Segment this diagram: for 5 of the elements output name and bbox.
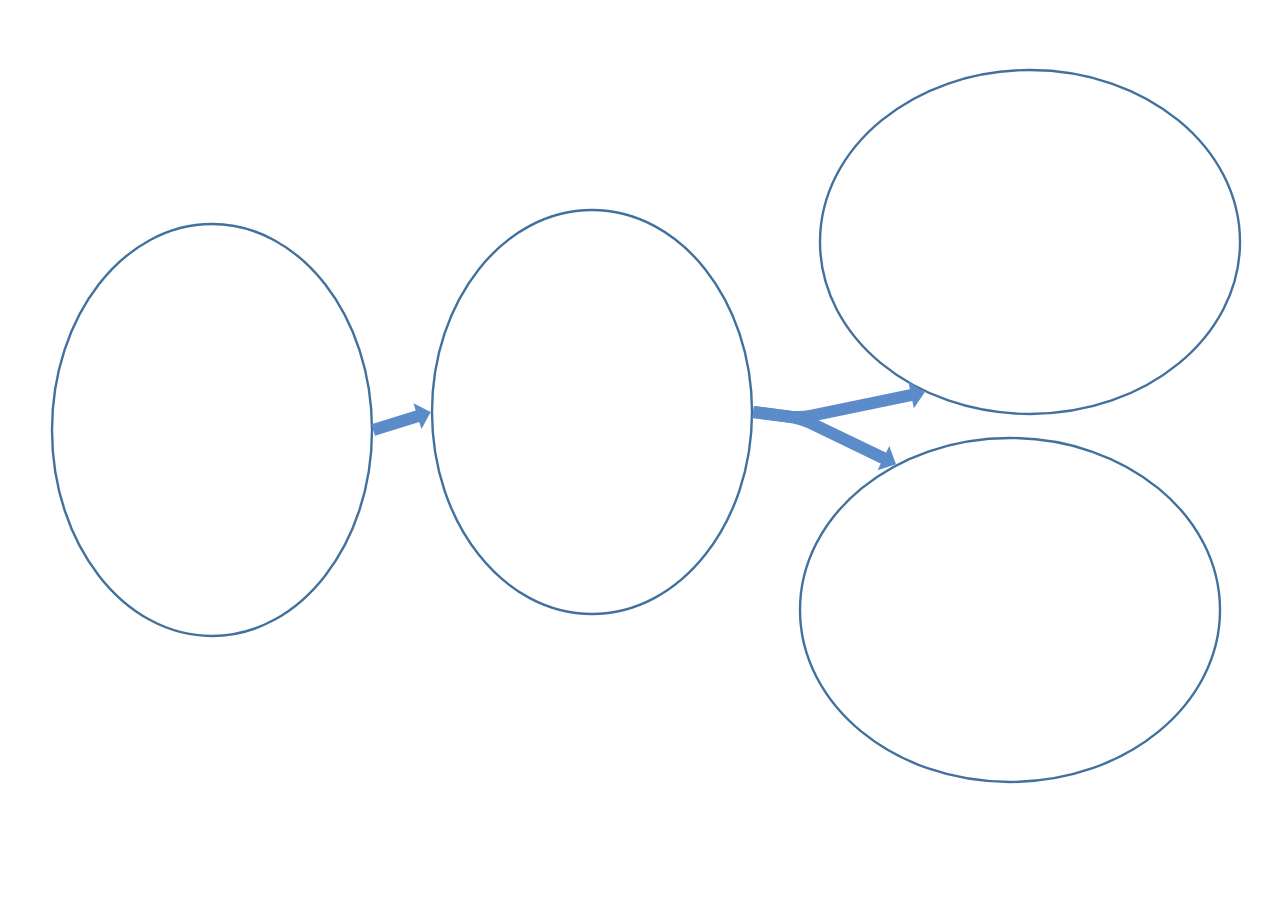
ellipse-shape <box>798 436 1222 784</box>
ellipse-shape <box>818 68 1242 416</box>
ellipse-shape <box>50 222 374 638</box>
ellipse-shape <box>430 208 754 616</box>
arrow <box>371 403 431 436</box>
